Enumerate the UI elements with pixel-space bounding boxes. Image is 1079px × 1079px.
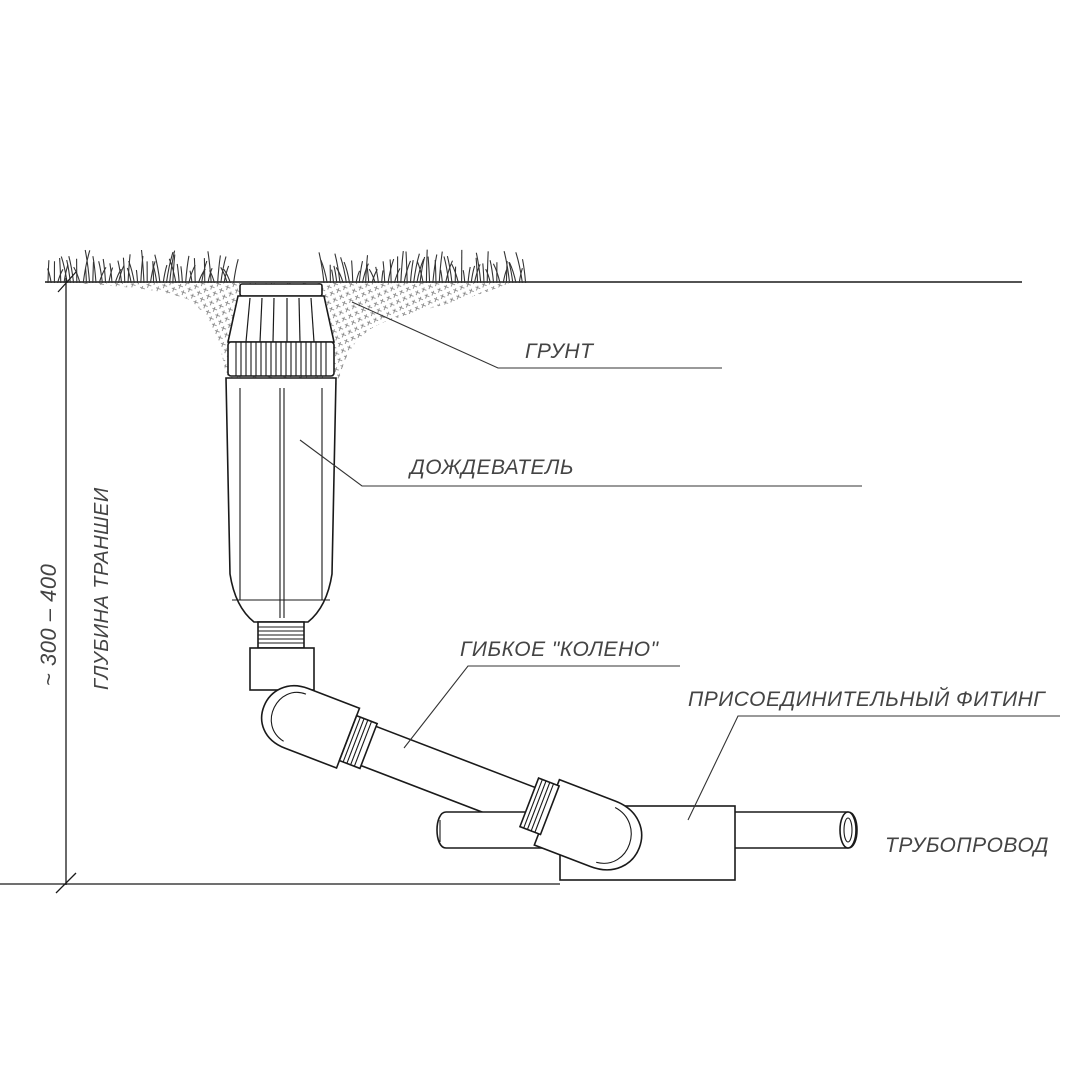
pipeline-label: ТРУБОПРОВОД [885,834,1049,857]
dimension-caption: ГЛУБИНА ТРАНШЕИ [91,487,113,690]
sprinkler [225,283,337,649]
connection-fitting [518,777,736,881]
trench-depth-dimension [0,271,560,894]
fitting-label: ПРИСОЕДИНИТЕЛЬНЫЙ ФИТИНГ [688,688,1046,711]
sprinkler-label: ДОЖДЕВАТЕЛЬ [408,456,574,479]
grass-right [318,249,527,283]
leader-lines [299,301,1060,821]
dimension-value: ~ 300 – 400 [36,563,61,686]
soil-label: ГРУНТ [525,340,595,363]
grass-left [47,249,239,283]
flex-elbow-label: ГИБКОЕ "КОЛЕНО" [460,638,660,661]
